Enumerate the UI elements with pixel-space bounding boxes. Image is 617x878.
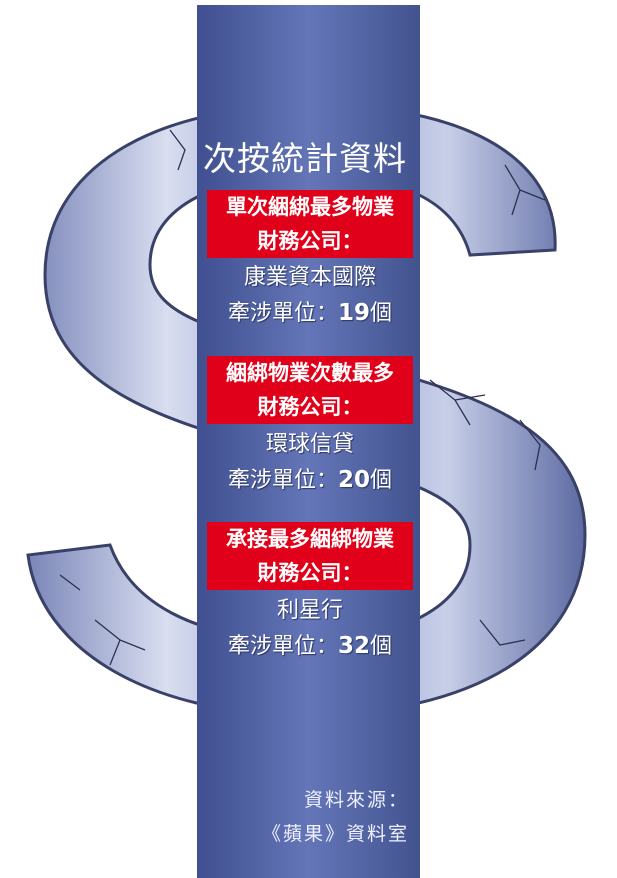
section-3-units-label: 牽涉單位：: [227, 634, 338, 659]
section-3-units-suffix: 個: [370, 634, 393, 659]
section-3-company: 利星行: [276, 598, 343, 623]
section-1-heading: 單次綑綁最多物業 財務公司：: [207, 190, 413, 258]
source-line2: 《蘋果》資料室: [261, 823, 409, 845]
section-2-heading: 綑綁物業次數最多 財務公司：: [207, 356, 413, 424]
section-3-units: 牽涉單位：32個: [195, 631, 425, 662]
section-1-units-value: 19: [337, 300, 370, 326]
section-2-units-label: 牽涉單位：: [227, 468, 338, 493]
section-1-units-label: 牽涉單位：: [227, 301, 338, 326]
section-1-units: 牽涉單位：19個: [195, 298, 425, 329]
section-2-units: 牽涉單位：20個: [195, 465, 425, 496]
section-2-heading-line1: 綑綁物業次數最多: [226, 361, 394, 385]
page-title: 次按統計資料: [203, 139, 407, 178]
source-line1: 資料來源：: [303, 789, 409, 811]
section-2-units-suffix: 個: [370, 468, 393, 493]
section-1-company: 康業資本國際: [243, 265, 376, 290]
section-1-heading-line2: 財務公司：: [257, 229, 363, 253]
section-1-heading-line1: 單次綑綁最多物業: [226, 195, 394, 219]
section-2-company: 環球信貸: [265, 432, 354, 457]
section-3-heading-line2: 財務公司：: [257, 561, 363, 585]
section-2-units-value: 20: [337, 467, 370, 493]
section-2-heading-line2: 財務公司：: [257, 395, 363, 419]
section-1-units-suffix: 個: [370, 301, 393, 326]
section-3-heading-line1: 承接最多綑綁物業: [226, 527, 394, 551]
section-3-units-value: 32: [337, 633, 370, 659]
section-3-heading: 承接最多綑綁物業 財務公司：: [207, 522, 413, 590]
dollar-vertical-bar: [197, 5, 420, 878]
